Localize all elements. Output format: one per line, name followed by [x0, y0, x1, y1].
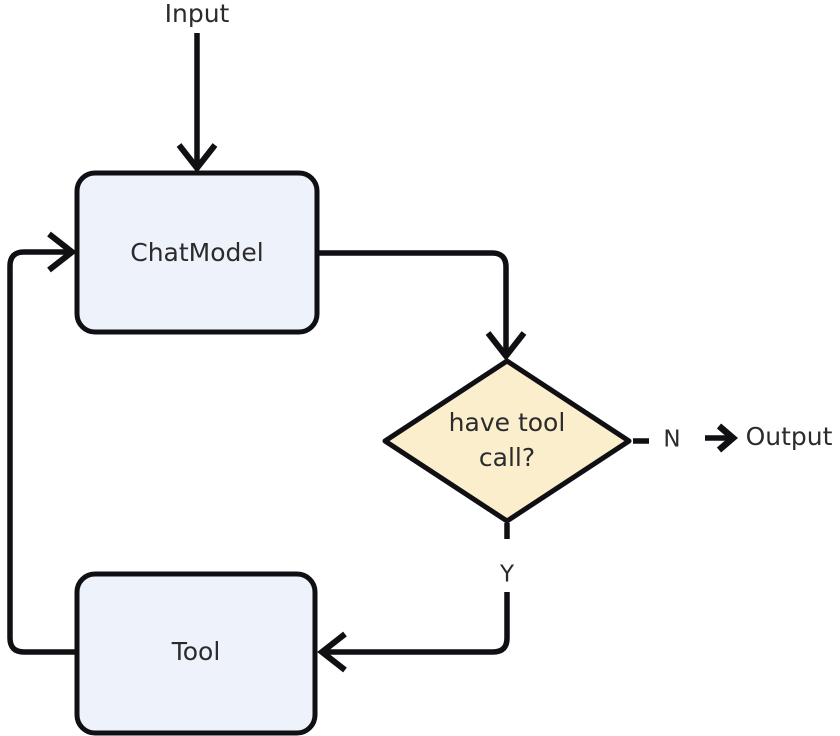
decision-diamond[interactable]: [382, 358, 632, 524]
node-decision[interactable]: have tool call?: [382, 358, 632, 524]
edge-chatmodel-to-decision: [317, 250, 527, 361]
edge-no-to-output: [705, 423, 738, 453]
decision-label-line-2: call?: [479, 443, 535, 472]
edge-decision-yes-to-tool: [317, 523, 510, 673]
node-chatmodel[interactable]: ChatModel: [74, 170, 320, 335]
no-branch-label: N: [663, 427, 680, 453]
tool-box[interactable]: [74, 571, 318, 736]
tool-label: Tool: [171, 637, 221, 666]
output-terminal-label: Output: [746, 422, 833, 451]
yes-branch-label: Y: [499, 562, 515, 588]
decision-label-line-1: have tool: [449, 408, 566, 437]
edge-tool-to-chatmodel: [7, 231, 77, 655]
chatmodel-box[interactable]: [74, 170, 320, 335]
input-terminal-label: Input: [165, 0, 230, 28]
node-tool[interactable]: Tool: [74, 571, 318, 736]
chatmodel-label: ChatModel: [130, 238, 263, 267]
edge-input-to-chatmodel: [176, 33, 218, 173]
